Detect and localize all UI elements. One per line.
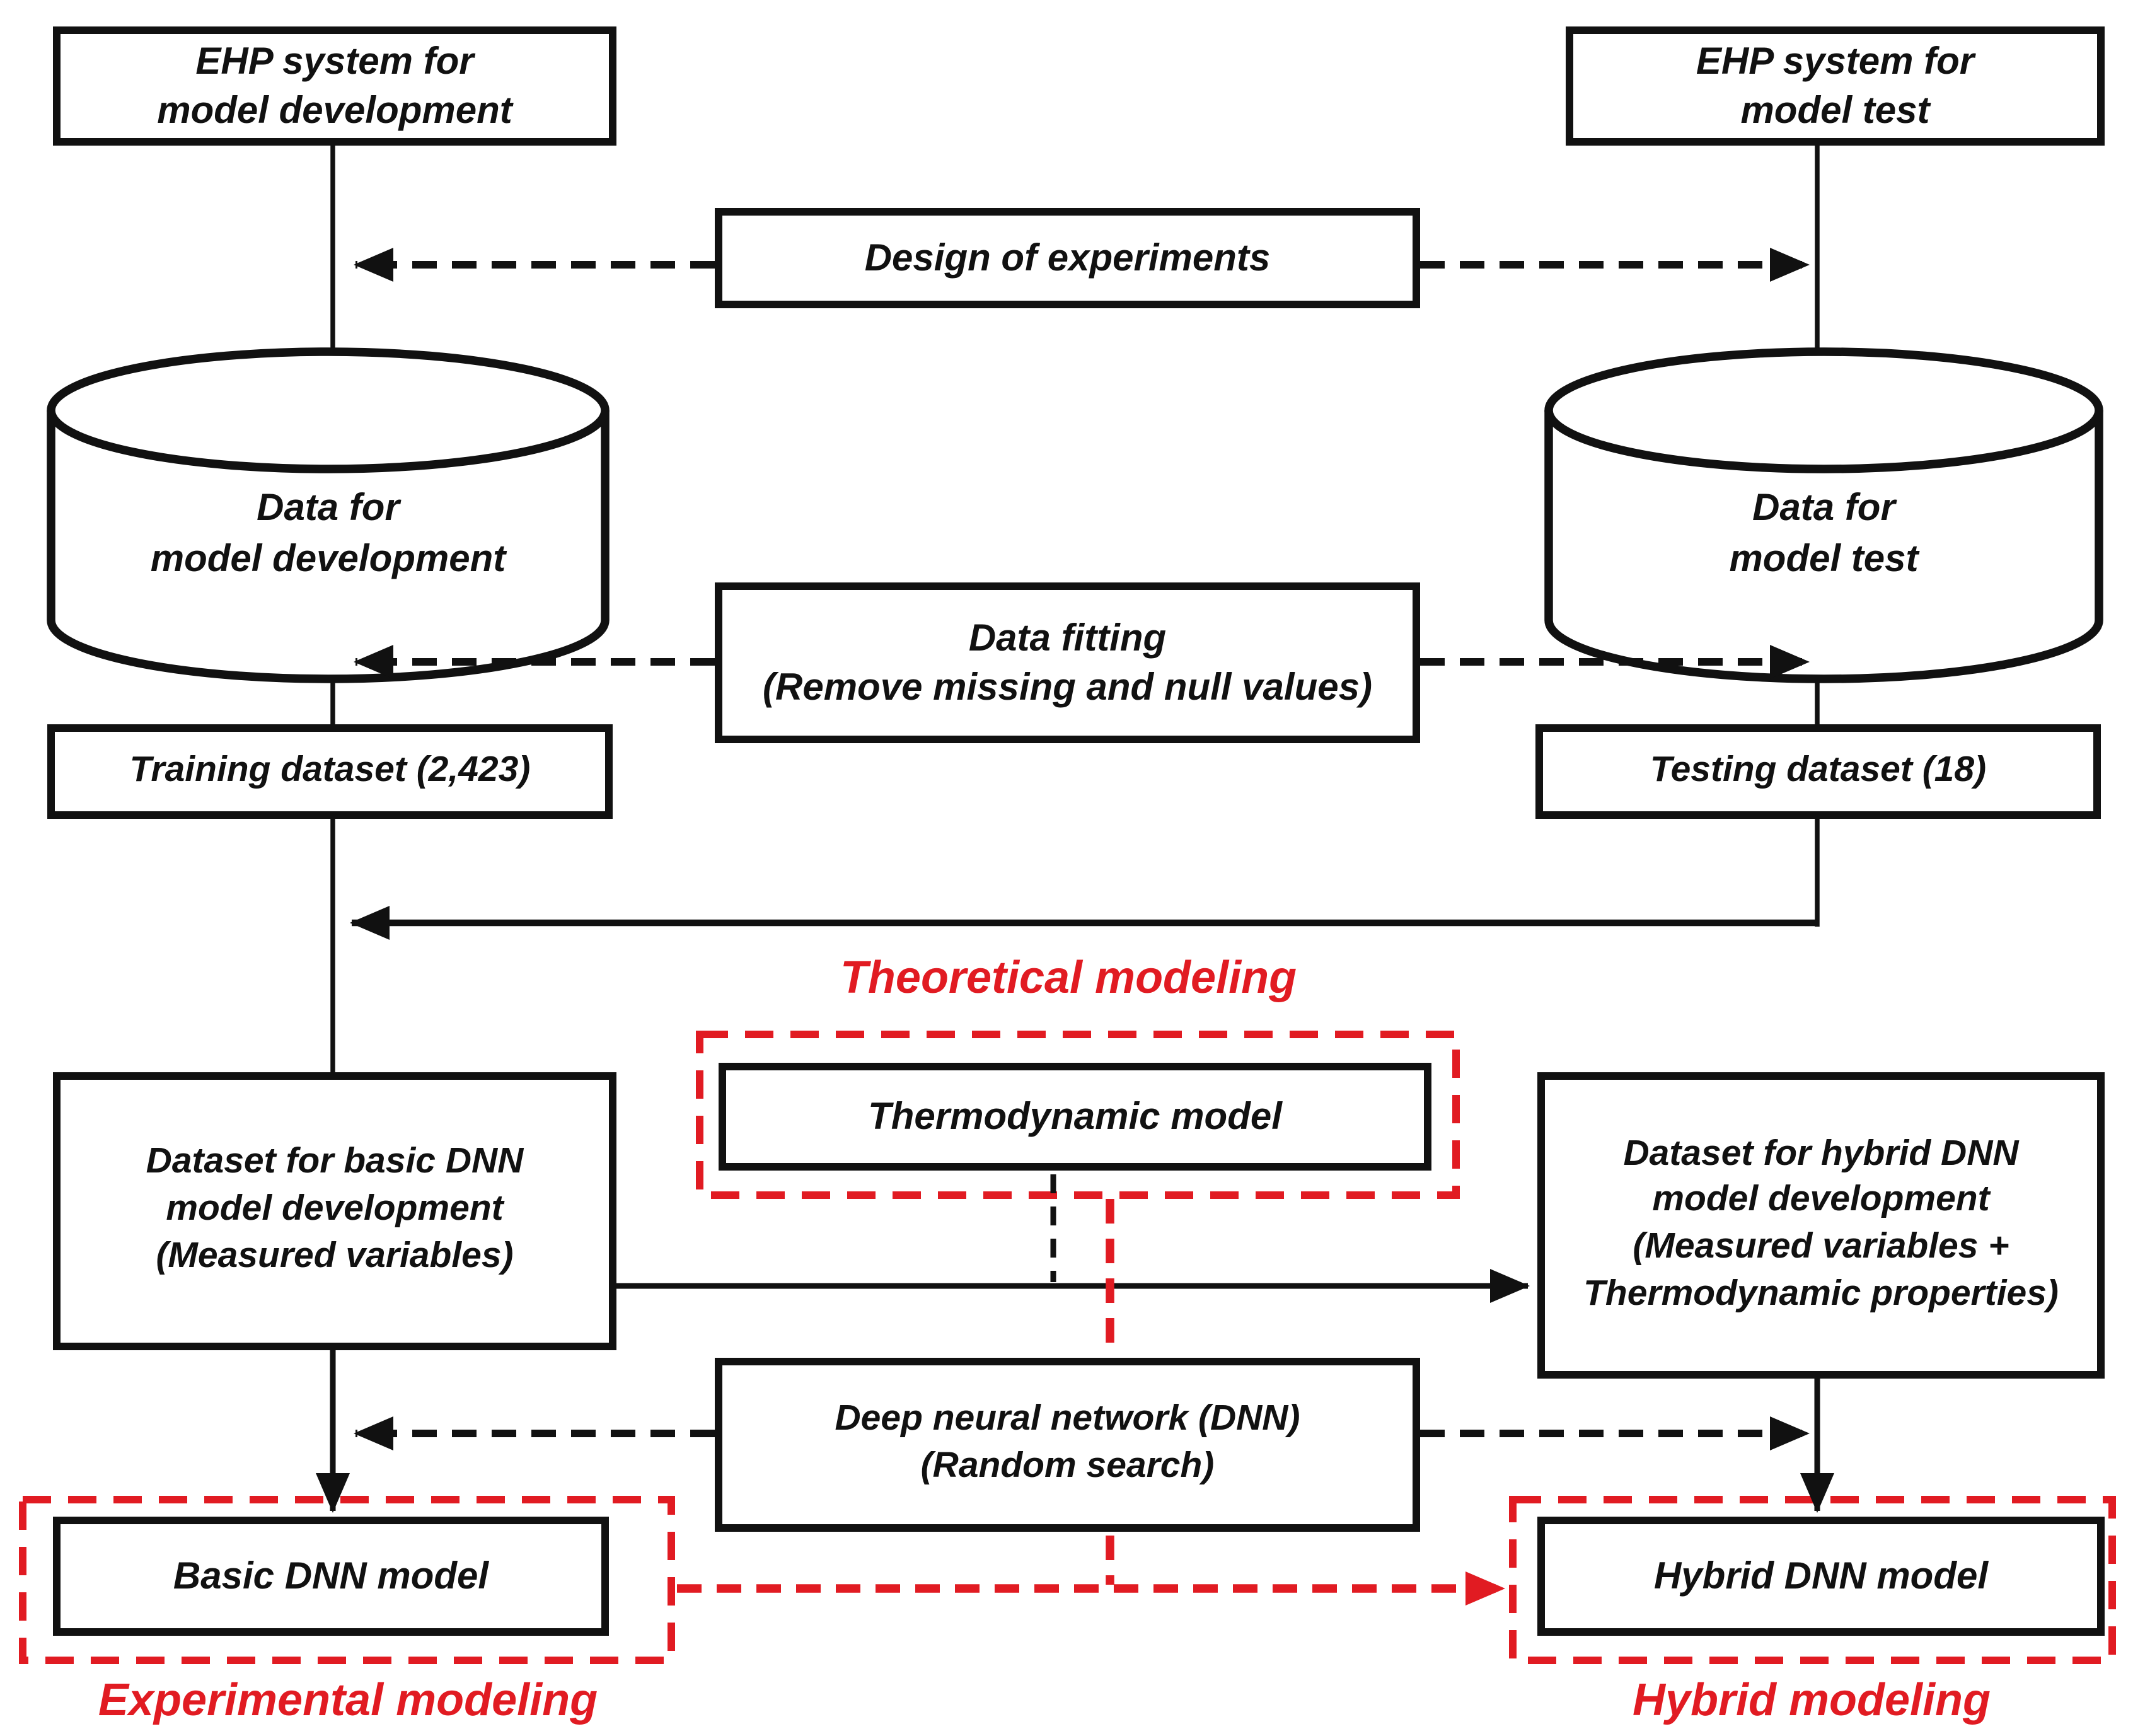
cylinder-label-data-test: Data for model test	[1729, 488, 1919, 581]
theoretical-modeling-container	[696, 1031, 1460, 1199]
node-hybrid-dnn-model: Hybrid DNN model	[1537, 1517, 2105, 1636]
node-basic-dnn-model: Basic DNN model	[53, 1517, 609, 1636]
database-cylinder-dev	[47, 347, 610, 683]
node-hybrid-dnn-dataset: Dataset for hybrid DNN model development…	[1537, 1072, 2105, 1379]
node-testing-dataset: Testing dataset (18)	[1535, 724, 2101, 819]
node-thermodynamic-model: Thermodynamic model	[719, 1063, 1431, 1171]
node-ehp-system-test: EHP system for model test	[1566, 26, 2105, 146]
node-basic-dnn-dataset: Dataset for basic DNN model development …	[53, 1072, 616, 1350]
node-deep-neural-network: Deep neural network (DNN) (Random search…	[715, 1358, 1420, 1532]
node-ehp-system-dev: EHP system for model development	[53, 26, 616, 146]
caption-hybrid-modeling: Hybrid modeling	[1632, 1675, 1991, 1727]
caption-theoretical-modeling: Theoretical modeling	[840, 953, 1297, 1004]
caption-experimental-modeling: Experimental modeling	[98, 1675, 598, 1727]
node-training-dataset: Training dataset (2,423)	[47, 724, 613, 819]
database-cylinder-test	[1544, 347, 2103, 683]
cylinder-label-data-dev: Data for model development	[150, 488, 506, 581]
node-design-of-experiments: Design of experiments	[715, 208, 1420, 308]
node-data-fitting: Data fitting (Remove missing and null va…	[715, 582, 1420, 743]
